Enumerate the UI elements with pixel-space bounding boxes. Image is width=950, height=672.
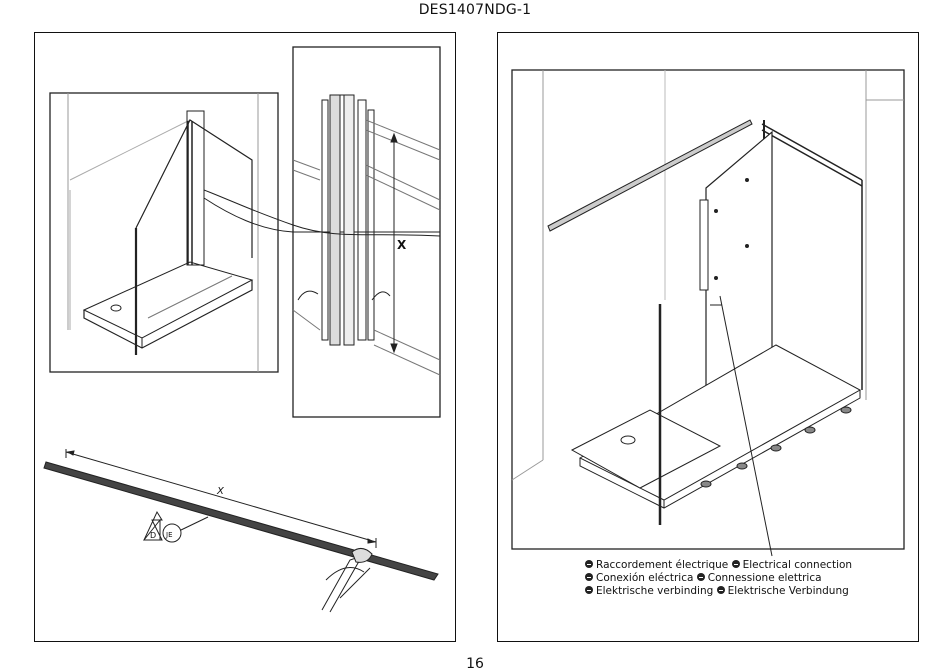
- cut-length-label: X: [216, 486, 225, 497]
- legend-text: Conexión eléctrica: [596, 572, 694, 584]
- legend-text: Connessione elettrica: [707, 572, 822, 584]
- symbol-je: JE: [165, 531, 173, 539]
- legend-text: Electrical connection: [742, 559, 853, 571]
- shower-installation-view: [511, 69, 905, 557]
- document-code: DES1407NDG-1: [418, 2, 532, 18]
- bullet-icon: [585, 560, 593, 568]
- electrical-connection-legend: Raccordement électrique Electrical conne…: [585, 559, 852, 598]
- legend-row: Elektrische verbinding Elektrische Verbi…: [585, 585, 852, 598]
- symbol-d: D: [150, 531, 156, 540]
- legend-text: Elektrische Verbindung: [727, 585, 849, 597]
- legend-row: Conexión eléctrica Connessione elettrica: [585, 572, 852, 585]
- bullet-icon: [585, 573, 593, 581]
- bullet-icon: [585, 586, 593, 594]
- dimension-label: X: [397, 238, 407, 252]
- profile-detail-inset: [292, 46, 441, 418]
- legend-text: Elektrische verbinding: [596, 585, 714, 597]
- legend-text: Raccordement électrique: [596, 559, 729, 571]
- right-instruction-panel: [497, 32, 919, 642]
- bullet-icon: [731, 560, 740, 568]
- page-number: 16: [466, 656, 484, 672]
- left-instruction-panel: [34, 32, 456, 642]
- shower-overview-inset: [49, 92, 279, 373]
- bullet-icon: [696, 573, 705, 581]
- legend-row: Raccordement électrique Electrical conne…: [585, 559, 852, 572]
- profile-cut-diagram: [43, 449, 439, 613]
- bullet-icon: [716, 586, 725, 594]
